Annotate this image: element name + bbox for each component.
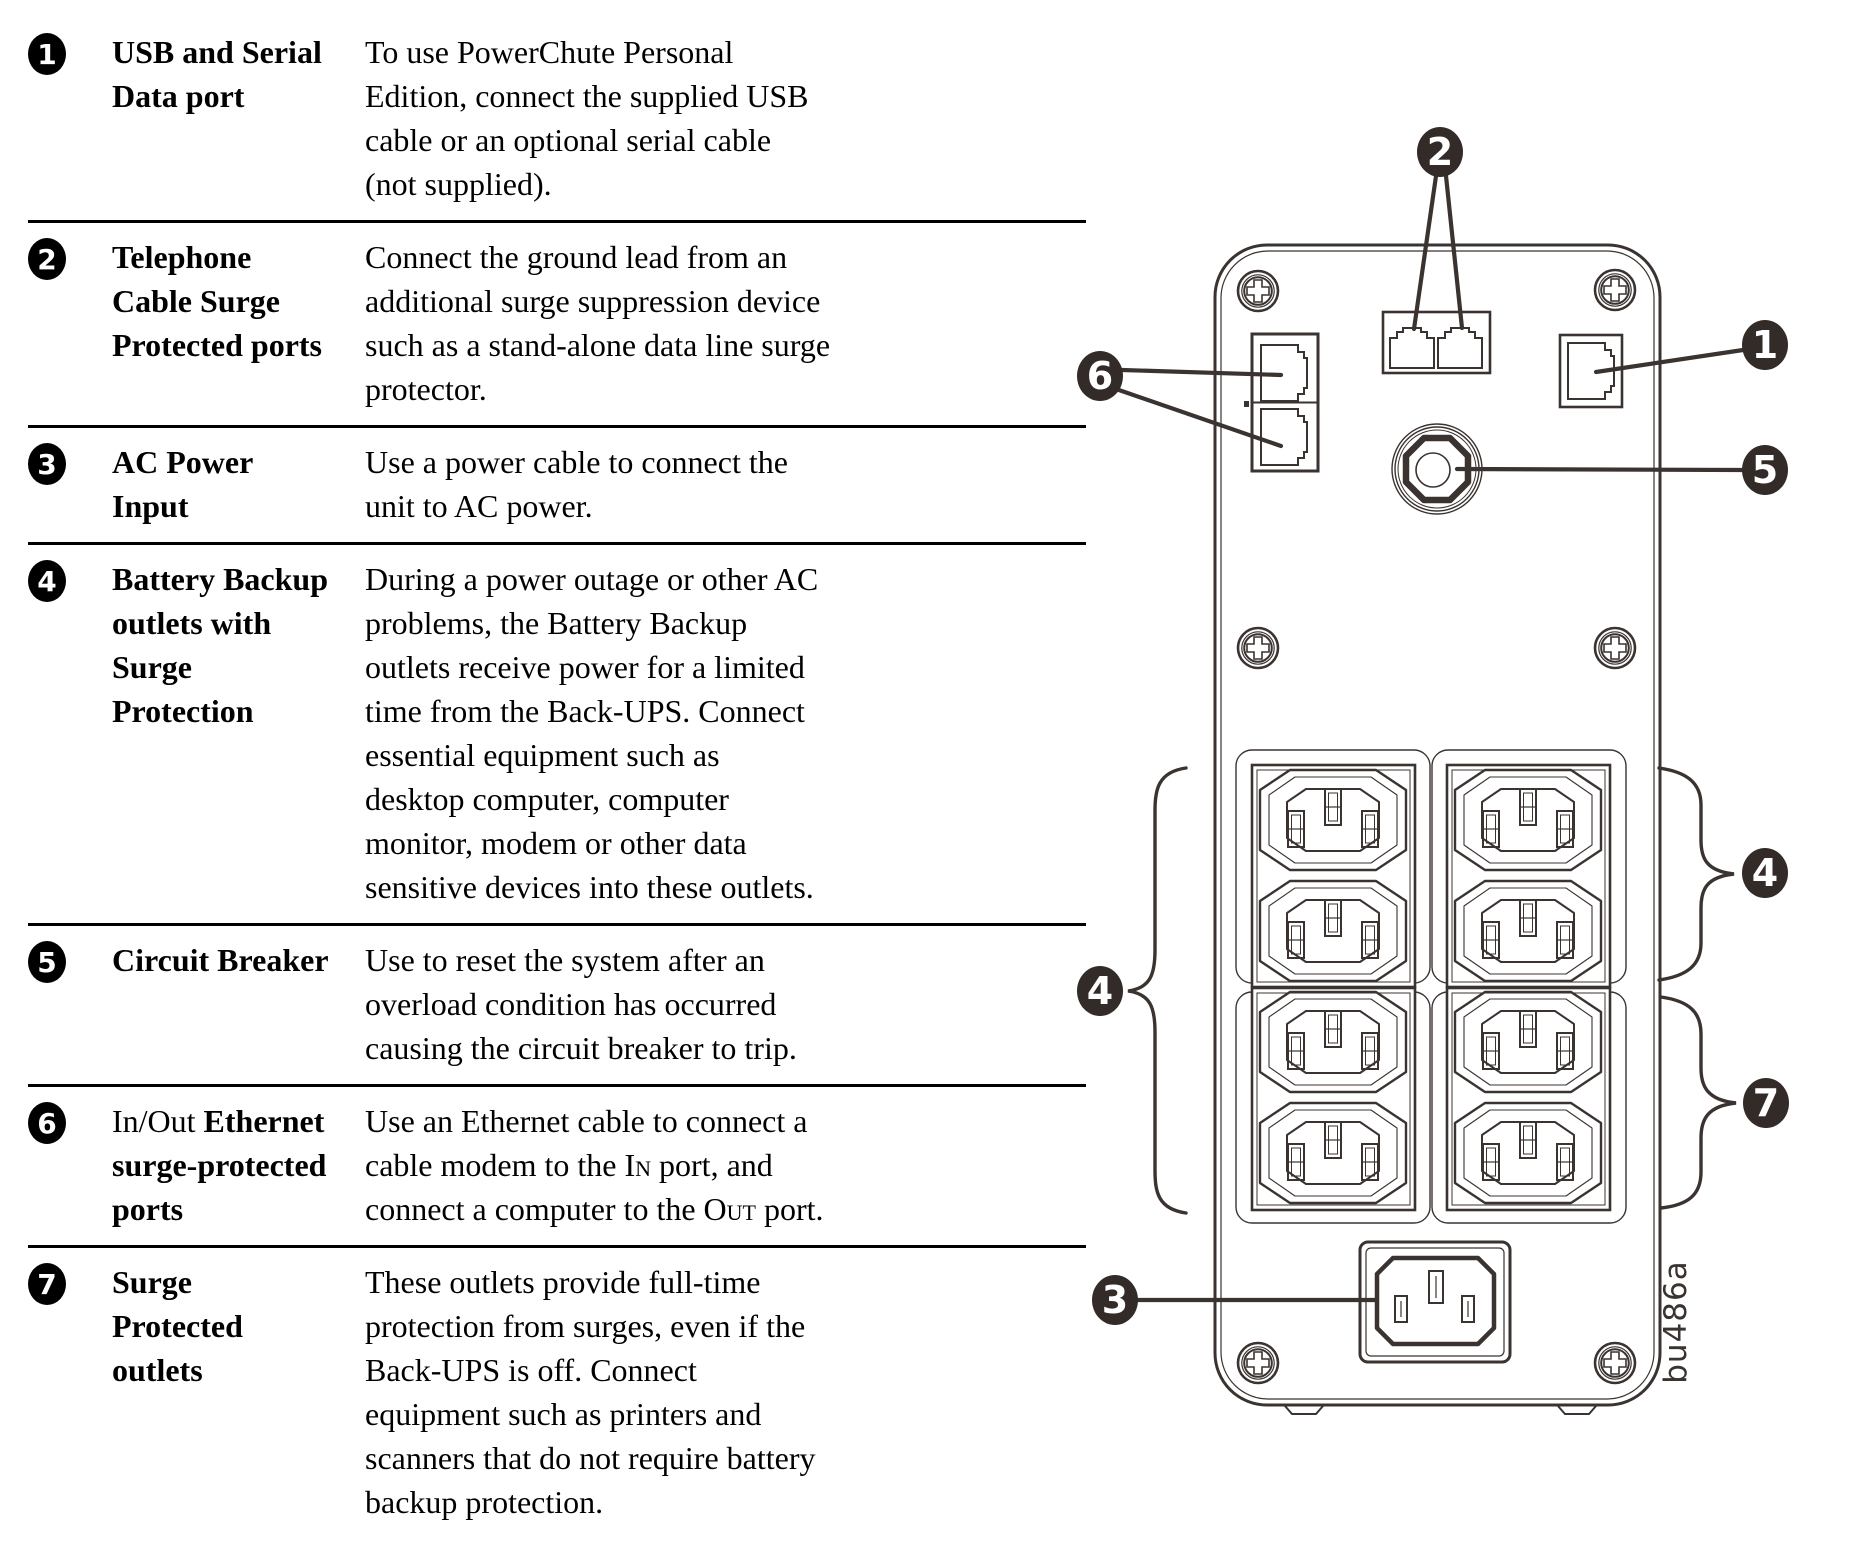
badge-cell: 4 <box>28 557 112 909</box>
callout-badge-6: 6 <box>1077 351 1123 401</box>
badge-cell: 6 <box>28 1099 112 1231</box>
callout-badge-4-right: 4 <box>1742 848 1788 898</box>
svg-text:4: 4 <box>1087 969 1113 1013</box>
svg-text:3: 3 <box>1102 1278 1128 1322</box>
ac-inlet-icon <box>1358 1240 1512 1364</box>
screw-icon <box>1236 269 1280 313</box>
screw-icon <box>1236 1341 1280 1385</box>
callout-lines <box>1113 173 1746 1303</box>
callout-badge-3: 3 <box>1092 1275 1138 1325</box>
ethernet-ports-icon <box>1244 332 1320 473</box>
badge-cell: 1 <box>28 30 112 206</box>
screw-icon <box>1593 626 1637 670</box>
callout-badge-2: 2 <box>1417 127 1463 177</box>
svg-text:7: 7 <box>1753 1081 1779 1125</box>
callout-badge: 7 <box>28 1263 66 1305</box>
callout-badge: 1 <box>28 33 66 75</box>
callout-braces <box>1127 766 1737 1215</box>
callout-badge: 4 <box>28 560 66 602</box>
svg-text:1: 1 <box>1752 323 1778 367</box>
table-row: 5 Circuit Breaker Use to reset the system … <box>28 923 1086 1084</box>
screw-icon <box>1593 1341 1637 1385</box>
callout-badge: 2 <box>28 238 66 280</box>
svg-text:2: 2 <box>1427 130 1453 174</box>
svg-text:6: 6 <box>1087 354 1113 398</box>
callout-badge-1: 1 <box>1742 320 1788 370</box>
badge-cell: 2 <box>28 235 112 411</box>
callout-badge-4-left: 4 <box>1077 966 1123 1016</box>
badge-cell: 5 <box>28 938 112 1070</box>
usb-serial-port-icon <box>1558 333 1624 409</box>
term-cell: Circuit Breaker <box>112 942 329 978</box>
callout-badge: 6 <box>28 1102 66 1144</box>
outlet-housings <box>1250 763 1612 1212</box>
svg-text:4: 4 <box>1752 851 1778 895</box>
callout-badge-7: 7 <box>1743 1078 1789 1128</box>
callout-badge: 5 <box>28 941 66 983</box>
svg-text:5: 5 <box>1752 448 1778 492</box>
figure-label: bu486a <box>1658 1260 1694 1384</box>
callout-badge: 3 <box>28 443 66 485</box>
badge-cell: 3 <box>28 440 112 528</box>
screw-icon <box>1236 626 1280 670</box>
ups-rear-panel-diagram: 2 6 1 5 4 4 7 3 bu486a <box>1077 127 1789 1415</box>
phone-jack-icon <box>1381 310 1492 375</box>
badge-cell: 7 <box>28 1260 112 1524</box>
callout-badge-5: 5 <box>1742 445 1788 495</box>
screw-icon <box>1593 268 1637 312</box>
